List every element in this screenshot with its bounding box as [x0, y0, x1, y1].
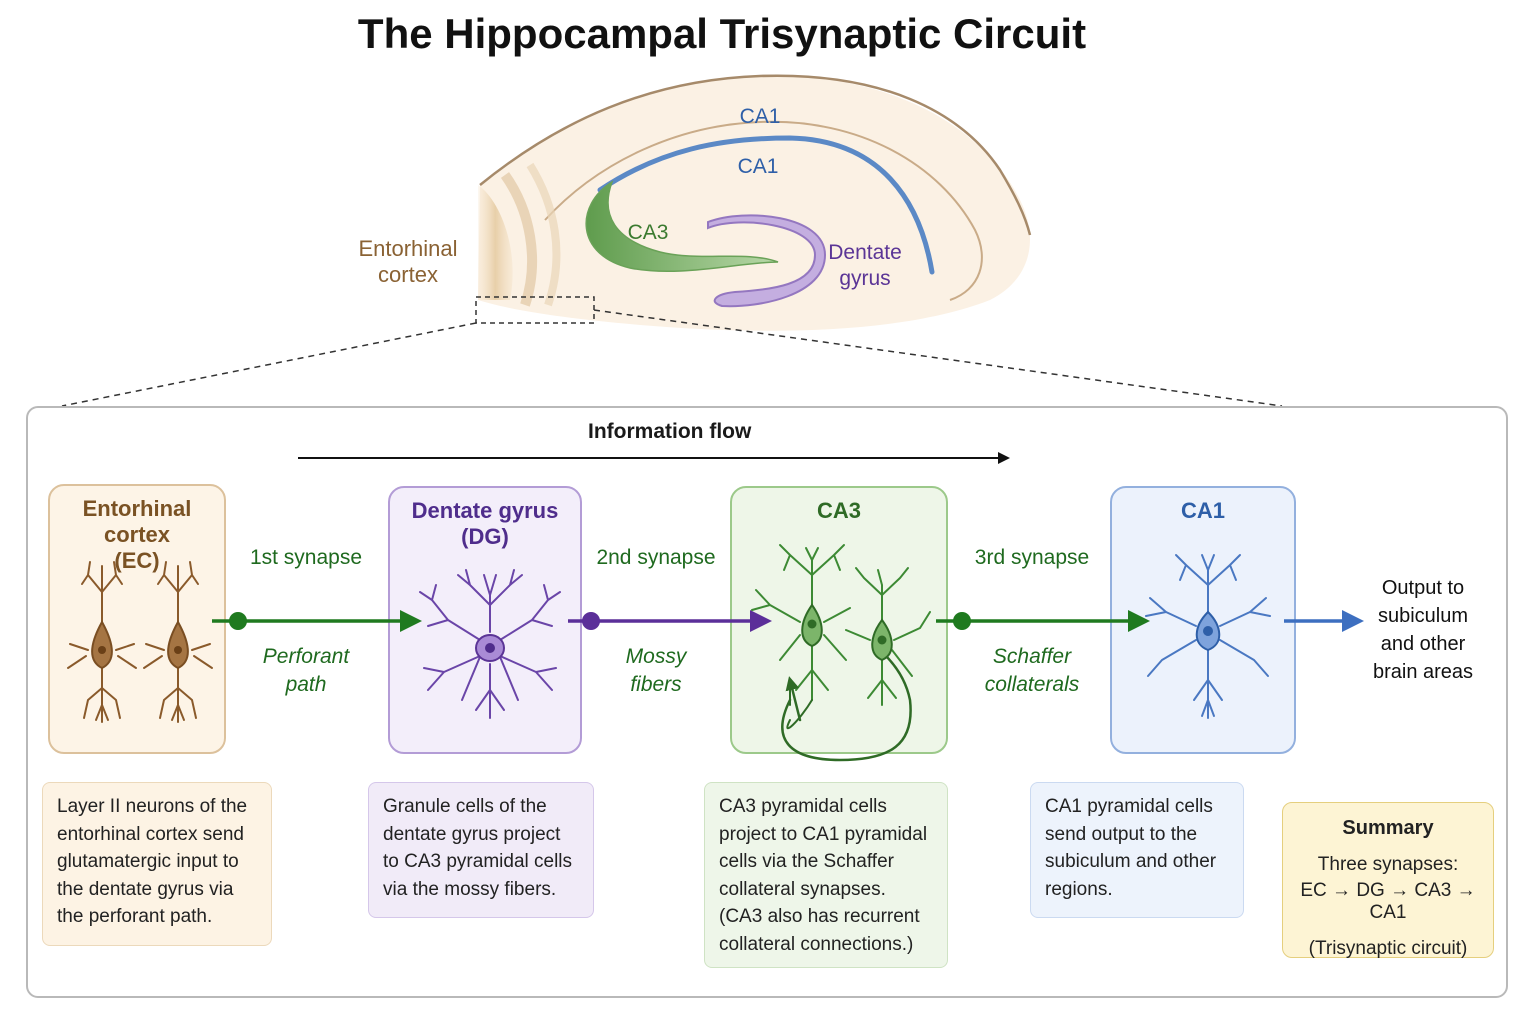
entorhinal-label-line2: cortex — [378, 262, 438, 287]
perforant-line2: path — [285, 673, 327, 696]
stage-box-ca3: CA3 — [730, 486, 948, 754]
desc-dg-line: dentate gyrus project — [383, 823, 561, 845]
stage-title-ec-line3: (EC) — [114, 548, 160, 573]
perforant-line1: Perforant — [262, 645, 350, 668]
desc-ec-line: Layer II neurons of the — [57, 796, 248, 817]
output-line4: brain areas — [1372, 661, 1474, 683]
dg-label-line2: gyrus — [839, 267, 891, 290]
desc-ca3-line: collateral synapses. — [719, 878, 886, 900]
stage-box-ec: Entorhinal cortex (EC) — [48, 484, 226, 754]
desc-ca1-line: subiculum and other — [1045, 851, 1217, 872]
ca3-label: CA3 — [627, 221, 669, 244]
output-line2: subiculum — [1377, 605, 1469, 627]
ca1-band — [597, 135, 935, 275]
desc-dg-line: to CA3 pyramidal cells — [383, 851, 573, 872]
dentate-gyrus-label: Dentate gyrus — [815, 240, 915, 292]
mossy-line1: Mossy — [625, 645, 687, 668]
schaffer-line1: Schaffer — [992, 645, 1072, 668]
desc-ec-line: the perforant path. — [57, 906, 213, 927]
summary-line1: Three synapses: — [1317, 854, 1459, 875]
stage-title-ec: Entorhinal cortex (EC) — [50, 496, 224, 574]
description-ec: Layer II neurons of the entorhinal corte… — [42, 782, 272, 946]
schaffer-line2: collaterals — [984, 673, 1080, 696]
desc-ca3-line: cells via the Schaffer — [719, 851, 894, 872]
dg-label-line1: Dentate — [828, 241, 902, 264]
synapse-label-3: 3rd synapse — [974, 546, 1090, 569]
summary-line3: (Trisynaptic circuit) — [1308, 938, 1468, 959]
stage-box-ca1: CA1 — [1110, 486, 1296, 754]
stage-title-dg-line1: Dentate gyrus — [411, 498, 559, 523]
synapse-label-1: 1st synapse — [249, 546, 363, 569]
stage-title-dg-line2: (DG) — [461, 524, 509, 549]
desc-ca3-line: collateral connections.) — [719, 933, 914, 955]
desc-ca3-line: (CA3 also has recurrent — [719, 906, 920, 927]
desc-ec-line: glutamatergic input to — [57, 851, 239, 872]
stage-title-ca1-line1: CA1 — [1180, 498, 1225, 523]
page-title: The Hippocampal Trisynaptic Circuit — [357, 10, 1087, 57]
stage-box-dg: Dentate gyrus (DG) — [388, 486, 582, 754]
stage-title-dg: Dentate gyrus (DG) — [390, 498, 580, 550]
desc-ca1-line: send output to the — [1045, 823, 1198, 845]
desc-ec-line: entorhinal cortex send — [57, 823, 244, 845]
mossy-line2: fibers — [630, 673, 682, 696]
description-ca3: CA3 pyramidal cells project to CA1 pyram… — [704, 782, 948, 968]
summary-title: Summary — [1342, 817, 1434, 839]
desc-ca1-line: regions. — [1045, 878, 1113, 900]
pathway-label-perforant: Perforant path — [236, 643, 376, 699]
summary-box: Summary Three synapses: EC → DG → CA3 → … — [1282, 802, 1494, 959]
ca1-inner-label: CA1 — [737, 155, 779, 178]
stage-title-ec-line1: Entorhinal — [82, 496, 192, 521]
output-line3: and other — [1380, 633, 1466, 655]
description-ca1: CA1 pyramidal cells send output to the s… — [1030, 782, 1244, 918]
stage-title-ca3-line1: CA3 — [816, 498, 861, 523]
stage-title-ca3: CA3 — [732, 498, 946, 524]
desc-ec-line: the dentate gyrus via — [57, 878, 234, 900]
desc-dg-line: via the mossy fibers. — [383, 878, 557, 900]
pathway-label-schaffer: Schaffer collaterals — [962, 643, 1102, 699]
hippocampus-outer-shape — [478, 75, 1030, 331]
desc-ca3-line: project to CA1 pyramidal — [719, 823, 928, 845]
summary-line2: EC → DG → CA3 → CA1 — [1300, 880, 1476, 923]
stage-title-ca1: CA1 — [1112, 498, 1294, 524]
desc-dg-line: Granule cells of the — [383, 796, 547, 817]
pathway-label-mossy: Mossy fibers — [586, 643, 726, 699]
desc-ca3-line: CA3 pyramidal cells — [719, 796, 887, 817]
dentate-gyrus-band — [707, 214, 827, 308]
information-flow-label: Information flow — [588, 420, 752, 443]
ca3-band — [585, 180, 779, 273]
description-dg: Granule cells of the dentate gyrus proje… — [368, 782, 594, 918]
synapse-label-2: 2nd synapse — [596, 546, 716, 569]
hippocampus-outer-outline — [479, 74, 1032, 236]
output-label: Output to subiculum and other brain area… — [1362, 574, 1484, 686]
ca1-outer-label: CA1 — [739, 105, 781, 128]
desc-ca1-line: CA1 pyramidal cells — [1045, 796, 1213, 817]
entorhinal-band — [478, 185, 513, 300]
entorhinal-cortex-label: Entorhinal cortex — [340, 236, 476, 288]
hippocampus-inner-outline — [544, 120, 983, 301]
output-line1: Output to — [1381, 577, 1465, 599]
stage-title-ec-line2: cortex — [103, 522, 171, 547]
entorhinal-label-line1: Entorhinal — [358, 236, 458, 261]
hippocampus-illustration — [61, 74, 1283, 407]
